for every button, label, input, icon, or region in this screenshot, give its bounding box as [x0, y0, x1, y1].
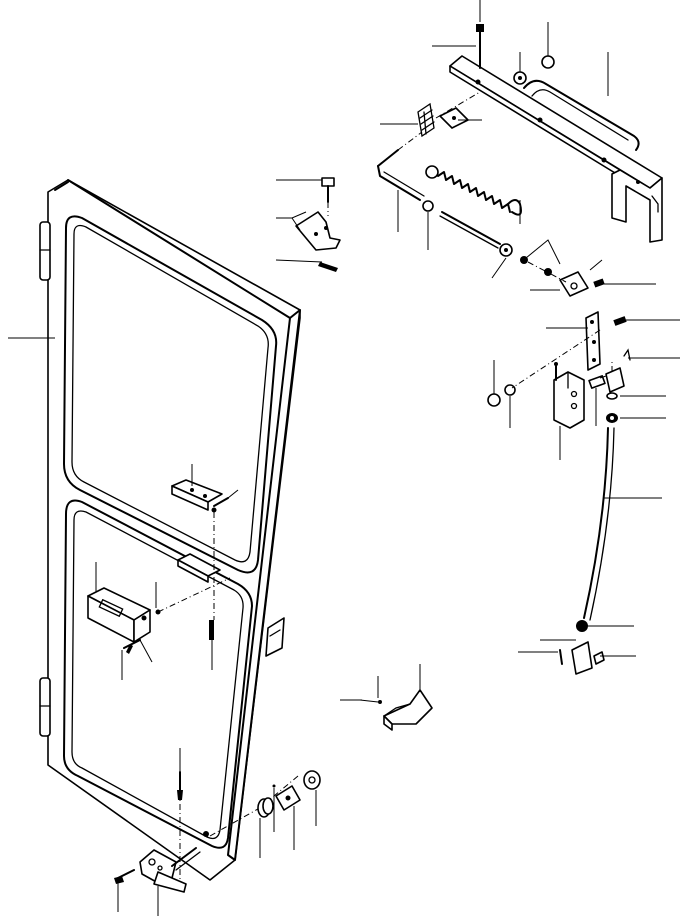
small-washer-icon [423, 201, 433, 211]
rod-end-upper [606, 350, 630, 423]
catch-bolt-icon [589, 376, 605, 388]
bracket-bolt-icon [476, 24, 484, 68]
link-bolt-icon [613, 316, 627, 326]
lever-rod [440, 212, 500, 248]
lower-panel [64, 501, 252, 848]
outer-handle [140, 848, 200, 892]
link-plate [586, 312, 600, 370]
grab-handle [524, 81, 639, 150]
bolt-icon [322, 178, 334, 202]
stopper-bolt [360, 700, 382, 704]
tension-spring [426, 166, 521, 215]
door-lock-assembly [88, 588, 150, 642]
wedge-stopper [384, 690, 432, 730]
pivot-nut-icon [500, 244, 552, 276]
bracket-small [296, 212, 340, 250]
hinge-top-icon [40, 222, 50, 280]
hinge-bottom-icon [40, 678, 50, 736]
vertical-screw-icon [177, 772, 183, 800]
roll-pin-icon [318, 262, 338, 272]
nut-icon [514, 72, 526, 84]
handle-bushing [258, 798, 273, 817]
upper-window [64, 216, 276, 572]
callout-leaders [8, 0, 680, 916]
window-latch-plate [172, 480, 222, 510]
catch-nut-icon [488, 385, 515, 406]
washer-icon [542, 56, 554, 68]
catch-block [554, 362, 584, 428]
handle-screw-icon [114, 870, 134, 884]
control-rod [584, 428, 614, 620]
spring-plate [440, 108, 468, 128]
lower-latch-plate [178, 554, 220, 582]
rod-end-lower [560, 620, 604, 674]
spring-rod [378, 150, 424, 200]
screw-icon [124, 640, 140, 654]
door-edge-catch [266, 618, 284, 656]
handle-pad [304, 771, 320, 789]
handle-bracket [276, 786, 300, 810]
clamp-bracket [560, 272, 605, 296]
door-assembly [40, 180, 300, 880]
mesh-plate-icon [418, 104, 434, 136]
upper-bracket [450, 56, 662, 242]
door-panel [48, 180, 300, 880]
